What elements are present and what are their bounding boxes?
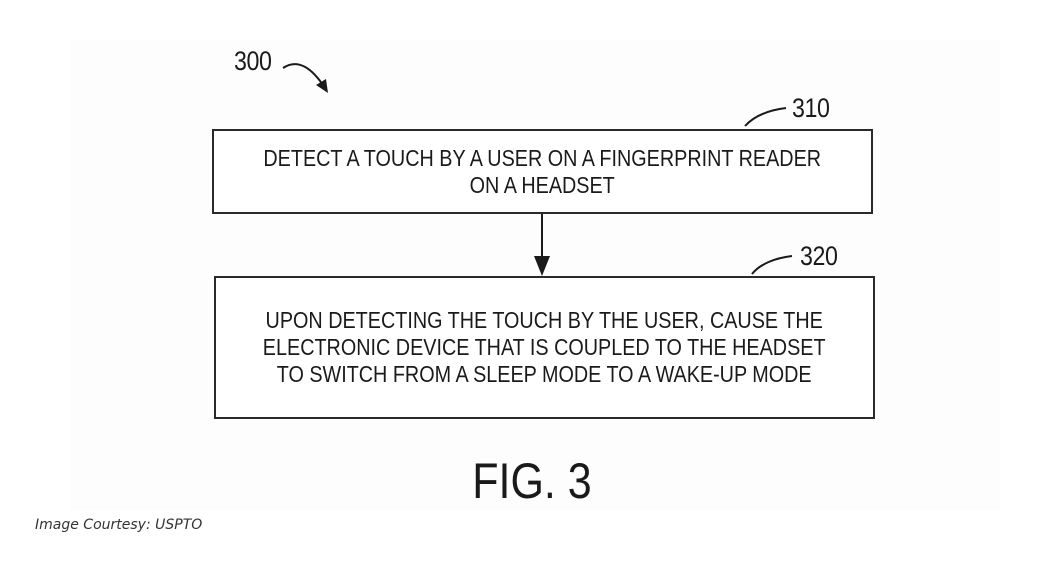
figure-label: FIG. 3 <box>472 453 592 509</box>
step-310-box: DETECT A TOUCH BY A USER ON A FINGERPRIN… <box>212 129 873 214</box>
step-320-text: UPON DETECTING THE TOUCH BY THE USER, CA… <box>263 307 826 387</box>
image-caption: Image Courtesy: USPTO <box>35 517 203 533</box>
step-320-box: UPON DETECTING THE TOUCH BY THE USER, CA… <box>214 276 875 419</box>
flow-arrowhead <box>534 256 550 276</box>
step-310-reference-number: 310 <box>792 93 830 123</box>
ref-300-arrowhead <box>316 79 328 93</box>
figure-background <box>70 40 1000 510</box>
ref-320-lead-line <box>751 255 793 275</box>
ref-310-lead-line <box>744 107 787 127</box>
step-320-reference-number: 320 <box>800 241 838 271</box>
step-310-text: DETECT A TOUCH BY A USER ON A FINGERPRIN… <box>263 144 822 198</box>
figure-reference-number: 300 <box>234 46 272 76</box>
